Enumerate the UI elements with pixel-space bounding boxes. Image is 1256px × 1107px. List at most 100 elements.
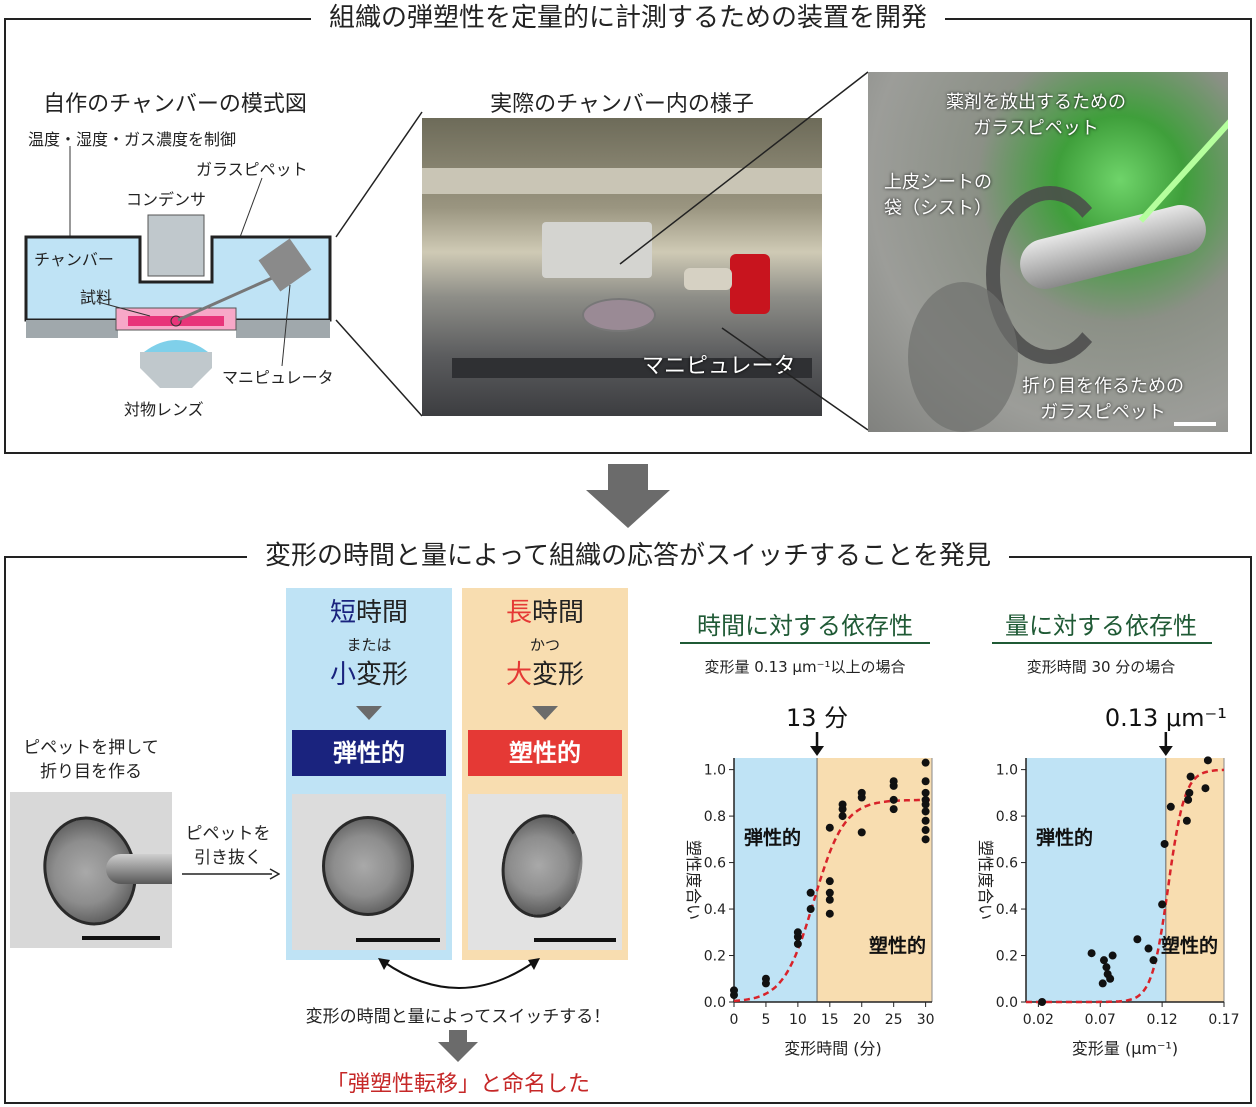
y-tick-label: 0.8 <box>996 809 1018 825</box>
top-panel-title: 組織の弾塑性を定量的に計測するための装置を開発 <box>6 0 1250 36</box>
y-tick-label: 0.0 <box>996 995 1018 1011</box>
schematic-control-label: 温度・湿度・ガス濃度を制御 <box>28 130 237 149</box>
plastic-region <box>1165 758 1224 1002</box>
plastic-line2: かつ <box>529 636 560 654</box>
x-tick-label: 5 <box>761 1012 770 1028</box>
data-point <box>921 807 930 816</box>
step2-label: ピペットを 引き抜く <box>185 824 271 868</box>
data-point <box>921 758 930 767</box>
data-point <box>921 800 930 809</box>
photo-zoom-lines <box>619 71 869 431</box>
chart1-title: 時間に対する依存性 <box>697 612 913 640</box>
chart1-subtitle: 変形量 0.13 μm⁻¹以上の場合 <box>704 658 906 676</box>
data-point <box>889 805 898 814</box>
chart1-title-underline <box>680 642 930 644</box>
plastic-line3: 大変形 <box>505 660 585 690</box>
plastic-condition-box: 長時間 かつ 大変形 塑性的 <box>462 588 628 960</box>
data-point <box>889 795 898 804</box>
data-point <box>1160 839 1169 848</box>
data-point <box>889 781 898 790</box>
elastic-condition-box: 短時間 または 小変形 弾性的 <box>286 588 452 960</box>
scale-bar-3 <box>534 938 616 942</box>
data-point <box>1038 998 1047 1006</box>
data-point <box>1087 949 1096 958</box>
threshold-arrow-head <box>1158 746 1173 756</box>
data-point <box>1182 816 1191 825</box>
data-point <box>793 939 802 948</box>
elastic-region-label: 弾性的 <box>744 826 801 849</box>
data-point <box>921 816 930 825</box>
schematic-pipette-label: ガラスピペット <box>196 160 308 179</box>
data-point <box>1098 979 1107 988</box>
data-point <box>921 835 930 844</box>
plastic-line1: 長時間 <box>505 598 585 628</box>
data-point <box>857 788 866 797</box>
x-tick-label: 10 <box>789 1012 807 1028</box>
top-panel: 組織の弾塑性を定量的に計測するための装置を開発 <box>4 3 1252 454</box>
elastic-triangle-icon <box>356 706 382 720</box>
x-tick-label: 0.02 <box>1023 1012 1054 1028</box>
data-point <box>825 823 834 832</box>
threshold-annotation: 0.13 μm⁻¹ <box>1105 704 1227 732</box>
x-tick-label: 0.07 <box>1085 1012 1116 1028</box>
y-axis-label: 塑性度合い <box>684 840 703 920</box>
x-tick-label: 0.12 <box>1147 1012 1178 1028</box>
data-point <box>1102 963 1111 972</box>
fit-curve <box>1026 768 1225 1004</box>
threshold-arrow-head <box>810 746 825 756</box>
apparatus-photo: マニピュレータ <box>422 118 822 416</box>
elastic-region <box>734 758 818 1002</box>
fit-curve <box>733 798 932 1003</box>
bottom-panel: 変形の時間と量によって組織の応答がスイッチすることを発見 <box>4 541 1252 1104</box>
y-tick-label: 1.0 <box>996 763 1018 779</box>
scale-bar-2 <box>356 938 440 942</box>
elastic-line2: または <box>346 636 392 654</box>
schematic-title: 自作のチャンバーの模式図 <box>43 92 307 117</box>
photo-manipulator-label: マニピュレータ <box>642 354 796 379</box>
data-point <box>1099 956 1108 965</box>
fold-pipette-label: 折り目を作るための ガラスピペット <box>1022 376 1184 423</box>
plastic-region-label: 塑性的 <box>1161 934 1218 957</box>
schematic-chamber-label: チャンバー <box>34 250 114 269</box>
y-tick-label: 0.6 <box>996 856 1018 872</box>
y-tick-label: 0.4 <box>704 902 726 918</box>
elastic-region <box>1026 758 1166 1002</box>
data-point <box>1184 795 1193 804</box>
data-point <box>1203 756 1212 765</box>
x-tick-label: 15 <box>821 1012 839 1028</box>
fold-cell-image <box>10 792 172 948</box>
x-axis-label: 変形時間 (分) <box>784 1039 882 1058</box>
y-tick-label: 1.0 <box>704 763 726 779</box>
small-down-arrow-icon <box>438 1030 478 1062</box>
data-point <box>1108 951 1117 960</box>
data-point <box>857 828 866 837</box>
right-arrow-icon <box>182 868 280 880</box>
y-tick-label: 0.2 <box>704 949 726 965</box>
down-arrow-icon <box>586 464 670 528</box>
y-tick-label: 0.4 <box>996 902 1018 918</box>
x-tick-label: 0 <box>730 1012 739 1028</box>
plastic-region-label: 塑性的 <box>869 934 926 957</box>
data-point <box>1201 784 1210 793</box>
chart2-title: 量に対する依存性 <box>1005 612 1197 640</box>
elastic-cell-image <box>292 794 446 950</box>
plastic-cell-image <box>468 794 622 950</box>
data-point <box>825 895 834 904</box>
y-tick-label: 0.8 <box>704 809 726 825</box>
plastic-region <box>817 758 932 1002</box>
x-axis-label: 変形量 (μm⁻¹) <box>1072 1039 1178 1058</box>
data-point <box>806 905 815 914</box>
data-point <box>806 888 815 897</box>
data-point <box>921 777 930 786</box>
data-point <box>1185 788 1194 797</box>
y-tick-label: 0.0 <box>704 995 726 1011</box>
chart2-title-underline <box>992 642 1212 644</box>
photo-title: 実際のチャンバー内の様子 <box>490 92 754 117</box>
elastic-result-label: 弾性的 <box>292 730 446 776</box>
naming-text: 「弾塑性転移」と命名した <box>325 1072 590 1097</box>
data-point <box>838 800 847 809</box>
data-point <box>730 986 738 995</box>
x-tick-label: 25 <box>885 1012 903 1028</box>
